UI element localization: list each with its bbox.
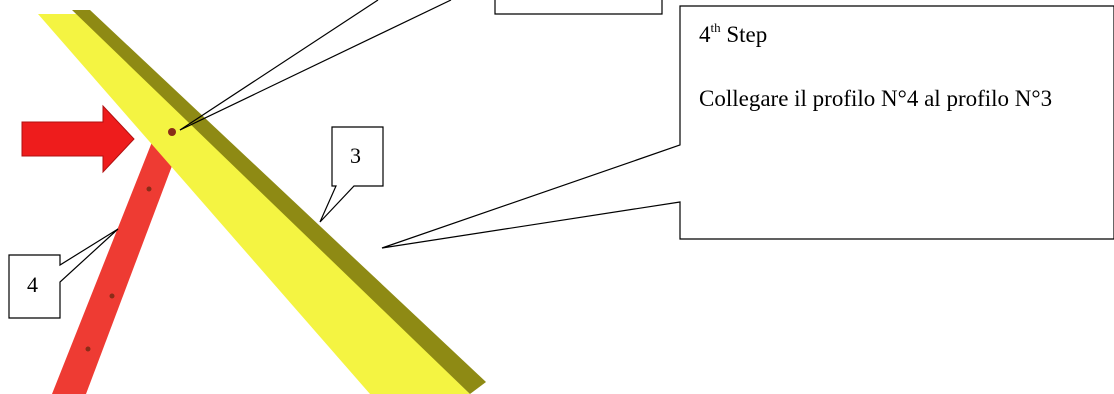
label-4-callout: 4 — [8, 228, 119, 319]
profile-4-hole — [109, 293, 115, 299]
profile-3-edge — [72, 10, 486, 394]
step-number: 4 — [699, 22, 711, 47]
profile-4-hole — [146, 186, 152, 192]
profile-4-hole — [85, 346, 91, 352]
profile-4-bar — [52, 142, 178, 394]
step-ordinal-suffix: th — [710, 20, 721, 35]
hole-callout — [179, 0, 663, 131]
step-word: Step — [726, 22, 768, 47]
label-3-text: 3 — [350, 143, 361, 168]
step-title: 4th Step — [699, 20, 767, 48]
step-callout-box — [381, 5, 1114, 249]
right-arrow-icon — [21, 104, 135, 174]
label-3-callout: 3 — [319, 126, 384, 223]
profile-3-face — [38, 14, 470, 394]
profile-4-holes — [85, 186, 152, 352]
label-4-text: 4 — [27, 272, 38, 297]
connection-hole — [168, 128, 176, 136]
step-instruction: Collegare il profilo N°4 al profilo N°3 — [699, 86, 1053, 111]
